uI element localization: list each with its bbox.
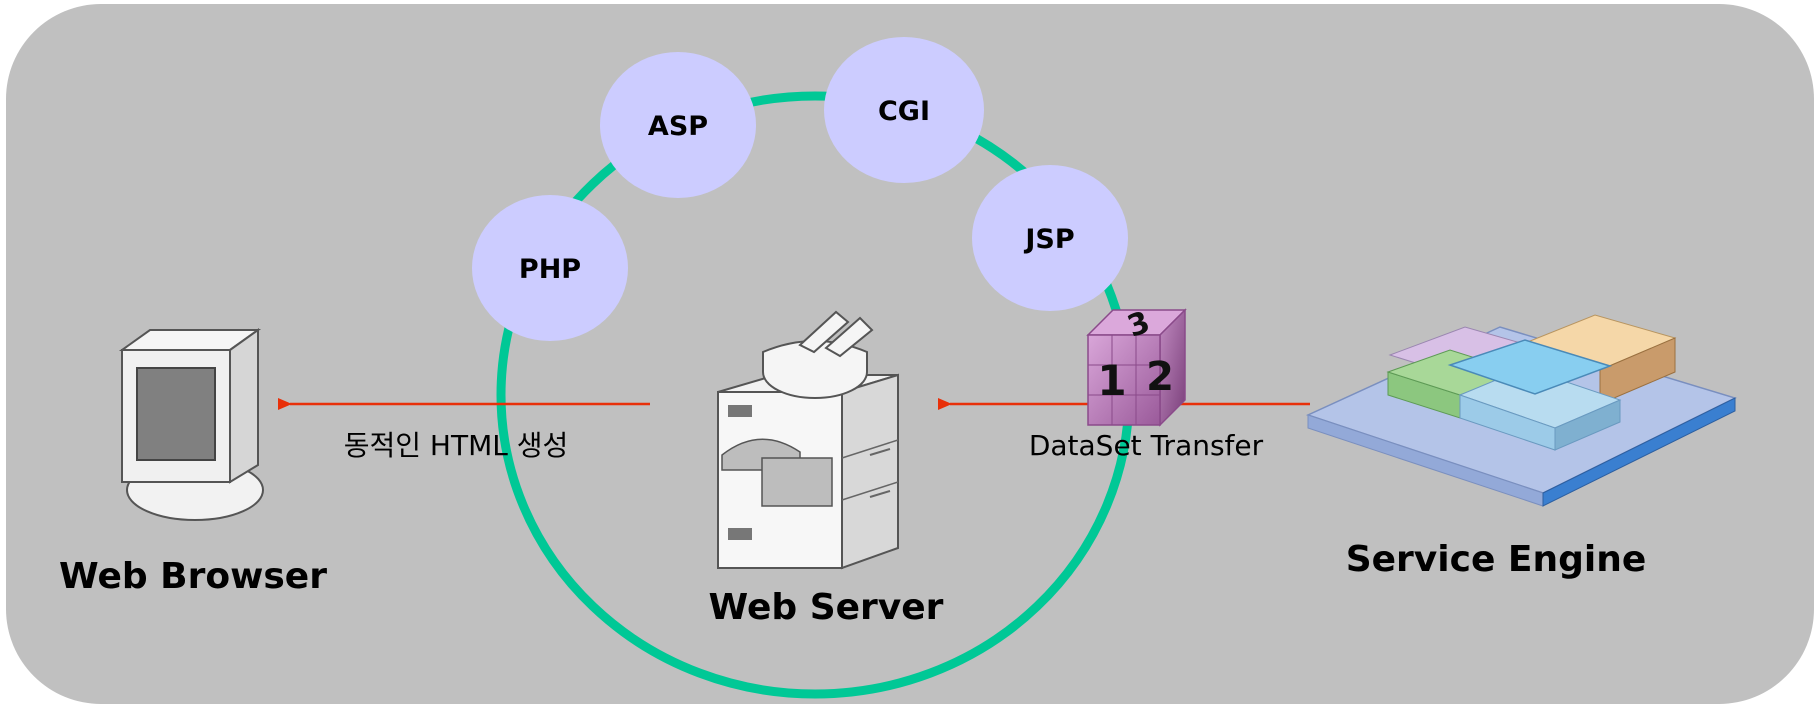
dynamic-html-label: 동적인 HTML 생성 xyxy=(344,429,569,462)
bubble-jsp-label: JSP xyxy=(1023,224,1074,255)
bubble-php: PHP xyxy=(472,195,628,341)
bubble-asp-label: ASP xyxy=(648,111,708,142)
monitor-icon xyxy=(118,328,264,521)
bubble-cgi-label: CGI xyxy=(878,96,930,127)
background-panel xyxy=(6,4,1814,704)
cube-digit-front: 1 xyxy=(1097,356,1126,405)
bubble-cgi: CGI xyxy=(824,37,984,183)
cube-digit-side: 2 xyxy=(1146,354,1174,400)
web-browser-label: Web Browser xyxy=(59,556,327,597)
dataset-cube-icon: 3 1 2 xyxy=(1086,305,1187,427)
web-server-label: Web Server xyxy=(709,587,944,628)
bubble-asp: ASP xyxy=(600,52,756,198)
service-engine-icon xyxy=(1305,314,1738,507)
service-engine-label: Service Engine xyxy=(1346,539,1647,580)
bubble-php-label: PHP xyxy=(519,254,581,285)
server-icon xyxy=(717,310,899,570)
dataset-transfer-label: DataSet Transfer xyxy=(1029,429,1264,462)
bubble-jsp: JSP xyxy=(972,165,1128,311)
